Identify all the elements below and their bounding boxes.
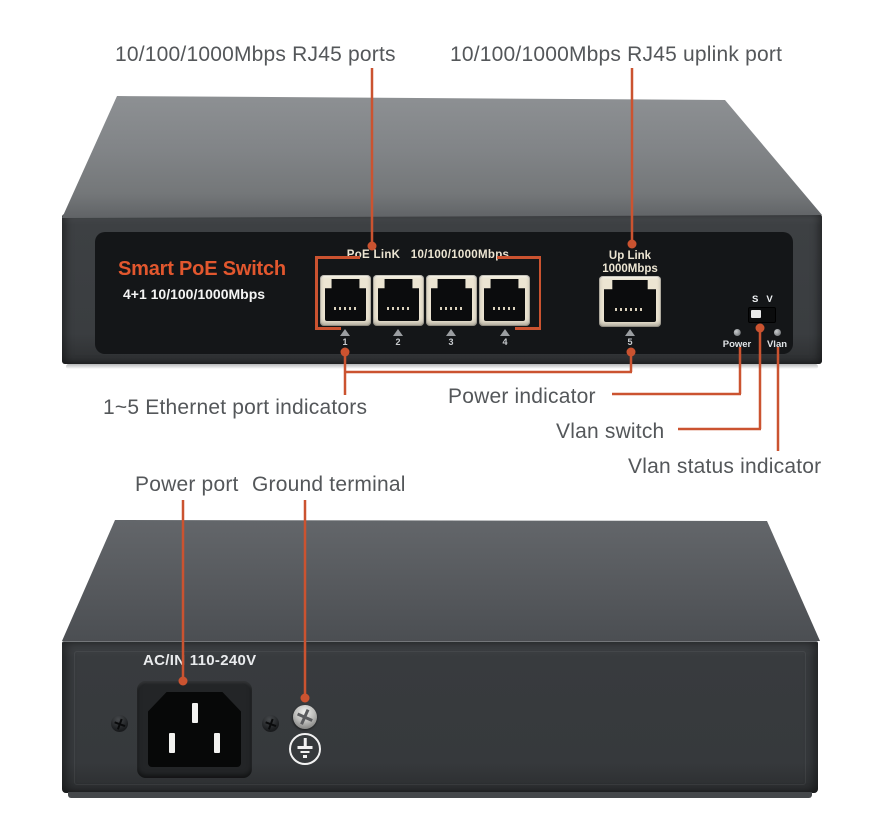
vlan-led-group: Vlan	[767, 329, 787, 350]
indicator-number: 1	[342, 337, 348, 347]
vlan-led-icon	[773, 329, 781, 336]
port-indicator-2: 2	[393, 329, 403, 347]
uplink-port-label: 10/100/1000Mbps RJ45 uplink port	[450, 43, 783, 66]
power-inlet-socket	[148, 692, 241, 767]
power-port-label: Power port	[135, 473, 239, 496]
front-top-cover	[62, 96, 822, 218]
uplink-label-line1: Up Link	[608, 250, 652, 262]
power-indicator-label: Power indicator	[448, 385, 596, 408]
inlet-pin-live	[169, 733, 176, 754]
rj45-ports-label: 10/100/1000Mbps RJ45 ports	[115, 43, 396, 66]
indicator-number: 2	[395, 337, 401, 347]
rj45-pins	[387, 306, 410, 310]
rj45-pins	[334, 306, 357, 310]
rj45-pins	[615, 307, 645, 311]
port-indicator-3: 3	[446, 329, 456, 347]
indicator-triangle-icon	[393, 329, 403, 336]
ground-symbol-bar2	[300, 750, 310, 753]
indicator-triangle-icon	[625, 329, 635, 336]
rj45-port-1	[320, 275, 371, 326]
indicator-number: 3	[448, 337, 454, 347]
rj45-jack	[431, 279, 472, 321]
phillips-screw-left	[108, 712, 131, 735]
ethernet-indicators-label: 1~5 Ethernet port indicators	[103, 396, 368, 419]
poe-ports-group-label: PoE LinK 10/100/1000Mbps	[346, 249, 510, 261]
rj45-jack	[484, 279, 525, 321]
port-indicator-5: 5	[625, 329, 635, 347]
vlan-dip-switch: S V	[745, 294, 776, 323]
rear-top-cover	[62, 520, 820, 641]
rj45-pins	[493, 306, 516, 310]
port-indicator-4: 4	[500, 329, 510, 347]
switch-v-label: V	[766, 294, 773, 305]
phillips-screw-right	[259, 712, 282, 735]
rj45-uplink-port	[599, 276, 661, 327]
ground-symbol-icon	[289, 733, 321, 765]
poe-bracket-right-top	[497, 256, 541, 259]
ground-terminal-label: Ground terminal	[252, 473, 406, 496]
uplink-label-line2: 1000Mbps	[602, 262, 658, 275]
rear-base-strip	[68, 792, 812, 798]
poe-bracket-right-side	[538, 256, 541, 330]
port-indicator-1: 1	[340, 329, 350, 347]
rear-face: AC/IN 110-240V	[62, 641, 818, 793]
power-inlet	[137, 681, 252, 778]
indicator-number: 5	[627, 337, 633, 347]
poe-bracket-left-top	[315, 256, 360, 259]
ground-symbol-bar1	[297, 746, 313, 749]
ground-screw	[289, 701, 321, 733]
rj45-port-2	[373, 275, 424, 326]
inlet-pin-neutral	[213, 733, 220, 754]
brand-title: Smart PoE Switch	[118, 258, 286, 280]
poe-bracket-left-side	[315, 256, 318, 330]
vlan-status-label: Vlan status indicator	[628, 455, 822, 478]
vlan-led-label: Vlan	[766, 339, 788, 350]
vlan-switch-label: Vlan switch	[556, 420, 665, 443]
rj45-jack	[378, 279, 419, 321]
poe-bracket-left-foot	[315, 327, 341, 330]
indicator-triangle-icon	[500, 329, 510, 336]
sv-switch-labels: S V	[752, 294, 776, 305]
front-device-shadow	[66, 364, 818, 369]
indicator-number: 4	[502, 337, 508, 347]
power-led-icon	[733, 329, 741, 336]
poe-bracket-right-foot	[515, 327, 541, 330]
vlan-switch-body	[748, 307, 776, 323]
ground-symbol-bar3	[303, 755, 307, 758]
uplink-group-label: Up Link 1000Mbps	[602, 250, 658, 275]
front-black-panel: Smart PoE Switch 4+1 10/100/1000Mbps PoE…	[95, 232, 793, 354]
ac-input-label: AC/IN 110-240V	[143, 652, 257, 669]
rj45-jack	[325, 279, 366, 321]
power-led-group: Power	[722, 329, 752, 350]
indicator-triangle-icon	[340, 329, 350, 336]
rj45-pins	[440, 306, 463, 310]
brand-subtitle: 4+1 10/100/1000Mbps	[123, 286, 266, 302]
ground-symbol-stem	[303, 738, 307, 746]
rj45-jack	[604, 280, 656, 322]
rj45-port-3	[426, 275, 477, 326]
indicator-triangle-icon	[446, 329, 456, 336]
vlan-switch-knob	[751, 310, 761, 318]
rj45-port-4	[479, 275, 530, 326]
power-led-label: Power	[722, 339, 752, 350]
switch-s-label: S	[752, 294, 759, 305]
inlet-pin-earth	[191, 702, 198, 723]
